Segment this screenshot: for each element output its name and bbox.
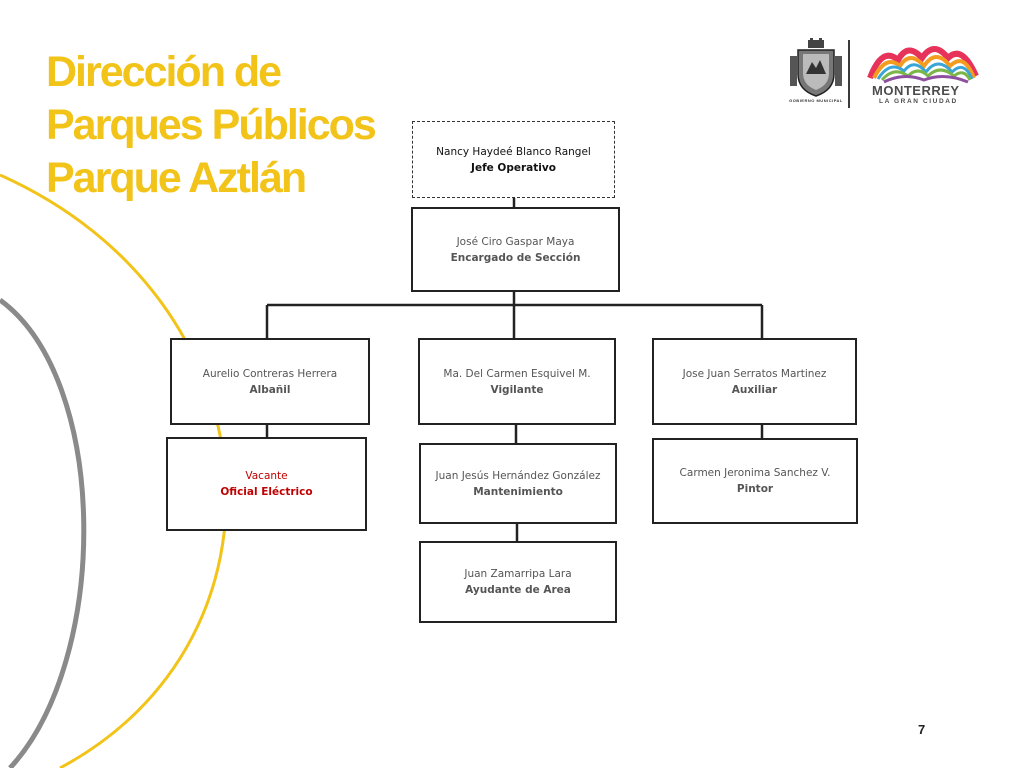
org-node-jefe: Nancy Haydeé Blanco Rangel Jefe Operativ… [412,121,615,198]
monterrey-logo-mark [867,46,979,84]
org-node-pintor: Carmen Jeronima Sanchez V. Pintor [652,438,858,524]
org-node-encargado: José Ciro Gaspar Maya Encargado de Secci… [411,207,620,292]
page-number: 7 [918,722,926,737]
brand-tagline: LA GRAN CIUDAD [879,98,958,105]
org-node-mantenimiento: Juan Jesús Hernández González Mantenimie… [419,443,617,524]
node-role: Albañil [249,383,291,396]
node-name: Ma. Del Carmen Esquivel M. [443,367,591,380]
gray-arc [0,297,87,768]
municipal-crest-logo [790,38,842,97]
title-line-3: Parque Aztlán [46,154,307,202]
org-node-electrico-vacant: Vacante Oficial Eléctrico [166,437,367,531]
node-name: Vacante [245,470,288,482]
org-node-albanil: Aurelio Contreras Herrera Albañil [170,338,370,425]
org-node-auxiliar: Jose Juan Serratos Martinez Auxiliar [652,338,857,425]
node-name: Jose Juan Serratos Martinez [682,367,827,380]
org-node-vigilante: Ma. Del Carmen Esquivel M. Vigilante [418,338,616,425]
title-line-2: Parques Públicos [46,101,377,149]
node-role: Encargado de Sección [450,251,581,264]
node-role: Pintor [736,483,774,495]
page-title: Dirección de Parques Públicos Parque Azt… [46,46,377,205]
header-logos: GOBIERNO MUNICIPAL MONTERREY LA GRAN CIU… [786,38,986,110]
node-role: Auxiliar [731,383,778,396]
node-name: Juan Jesús Hernández González [435,469,601,482]
node-name: José Ciro Gaspar Maya [456,235,575,248]
crest-label: GOBIERNO MUNICIPAL [789,98,843,103]
node-role: Vigilante [490,383,544,396]
brand-name: MONTERREY [872,83,960,98]
node-name: Aurelio Contreras Herrera [202,367,338,380]
node-name: Nancy Haydeé Blanco Rangel [436,145,591,158]
node-name: Carmen Jeronima Sanchez V. [679,467,831,479]
node-role: Jefe Operativo [471,161,556,174]
node-role: Mantenimiento [473,485,563,498]
node-name: Juan Zamarripa Lara [464,568,572,580]
node-role: Ayudante de Area [465,584,571,596]
node-role: Oficial Eléctrico [220,486,313,498]
org-node-ayudante: Juan Zamarripa Lara Ayudante de Area [419,541,617,623]
title-line-1: Dirección de [46,48,282,96]
logo-divider [848,40,850,108]
